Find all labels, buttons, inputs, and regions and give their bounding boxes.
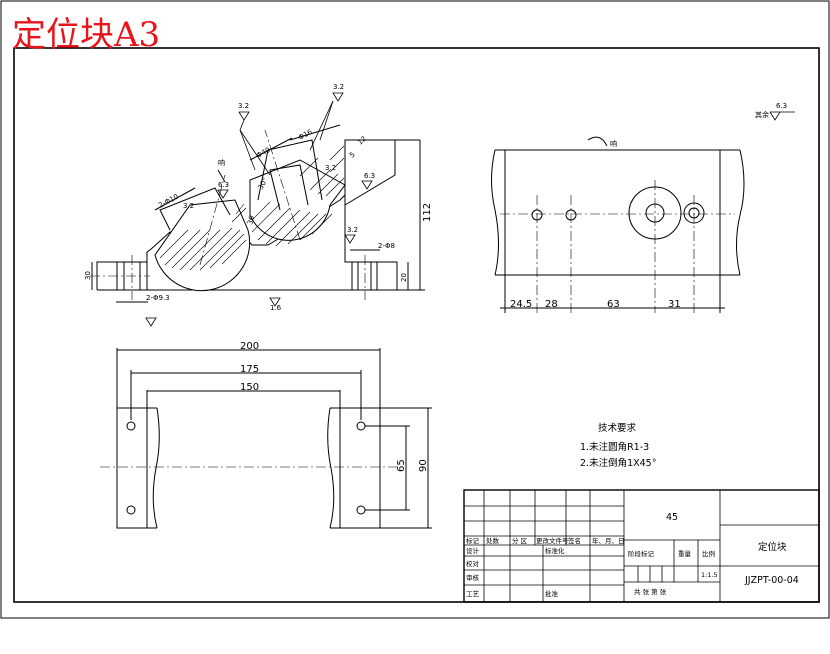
dim-12: 12	[356, 135, 368, 147]
roughness-rest-icon	[769, 111, 795, 121]
roughness-g: 3.2	[347, 226, 358, 234]
tb-label-std: 标准化	[545, 546, 565, 555]
roughness-b: 3.2	[333, 83, 344, 91]
material-text: 45	[666, 512, 678, 523]
inner-frame	[13, 47, 820, 603]
tb-label-count: 处数	[486, 536, 500, 545]
side-dim-31: 31	[668, 299, 681, 310]
tb-label-process: 工艺	[466, 590, 480, 598]
side-dim-24-5: 24.5	[510, 299, 532, 310]
title-block	[463, 489, 820, 603]
tb-label-sign: 签名	[568, 536, 581, 545]
notes-title: 技术要求	[598, 422, 637, 434]
top-dim-175: 175	[240, 364, 259, 375]
drawing-title: 定位块A3	[12, 15, 160, 55]
direction-label-front: 响	[218, 158, 225, 167]
top-dim-65: 65	[396, 459, 407, 472]
tb-label-change: 更改文件号	[536, 536, 569, 545]
dim-36: 36	[246, 214, 256, 225]
dim-hole-left: 2-Φ9.3	[146, 294, 170, 302]
tb-label-zone: 分 区	[512, 536, 528, 545]
tb-label-ratio: 比例	[702, 549, 715, 558]
front-view	[90, 124, 425, 303]
roughness-f: 6.3	[364, 172, 375, 180]
note-1: 1.未注圆角R1-3	[580, 441, 649, 453]
tb-label-sheets: 共 张 第 张	[634, 587, 667, 596]
top-dim-90: 90	[418, 459, 429, 472]
tb-label-stage: 阶段标记	[628, 549, 655, 558]
top-dim-200: 200	[240, 341, 259, 352]
outer-border	[0, 0, 830, 619]
dim-5: 5	[348, 151, 357, 160]
tb-label-check: 校对	[466, 559, 480, 568]
dim-left-30: 30	[84, 271, 92, 280]
roughness-a: 3.2	[238, 102, 249, 110]
roughness-rest-value: 6.3	[776, 102, 787, 110]
dim-hole-right: 2-Φ8	[378, 242, 395, 250]
roughness-symbols	[145, 92, 373, 327]
part-name-text: 定位块	[758, 541, 787, 553]
roughness-h: 1.6	[270, 304, 282, 312]
side-dim-28: 28	[545, 299, 558, 310]
tb-label-weight: 重量	[678, 550, 692, 558]
side-view	[491, 136, 745, 313]
tb-label-design: 设计	[466, 546, 480, 555]
dim-height-112: 112	[422, 203, 433, 222]
tb-label-date: 年、月、日	[592, 536, 625, 545]
dim-right-20: 20	[400, 273, 408, 282]
tb-label-approve: 批准	[545, 589, 559, 598]
top-view	[100, 348, 432, 529]
roughness-c: 3.2	[183, 202, 194, 210]
note-2: 2.未注倒角1X45°	[580, 457, 656, 469]
roughness-d: 6.3	[218, 181, 229, 189]
side-dim-63: 63	[607, 299, 620, 310]
direction-arrow-front	[217, 169, 226, 183]
tb-label-review: 审核	[466, 573, 480, 582]
roughness-rest-label: 其余	[755, 110, 769, 119]
scale-text: 1:1.5	[701, 571, 718, 579]
direction-label-side: 响	[610, 139, 617, 148]
drawing-number-text: JJZPT-00-04	[744, 575, 799, 586]
top-dim-150: 150	[240, 382, 259, 393]
dim-bore-left: 2-Φ10	[157, 193, 180, 210]
dim-d40: Φ40	[255, 146, 271, 160]
roughness-e: 3.2	[325, 164, 336, 172]
tb-label-mark: 标记	[466, 536, 480, 545]
